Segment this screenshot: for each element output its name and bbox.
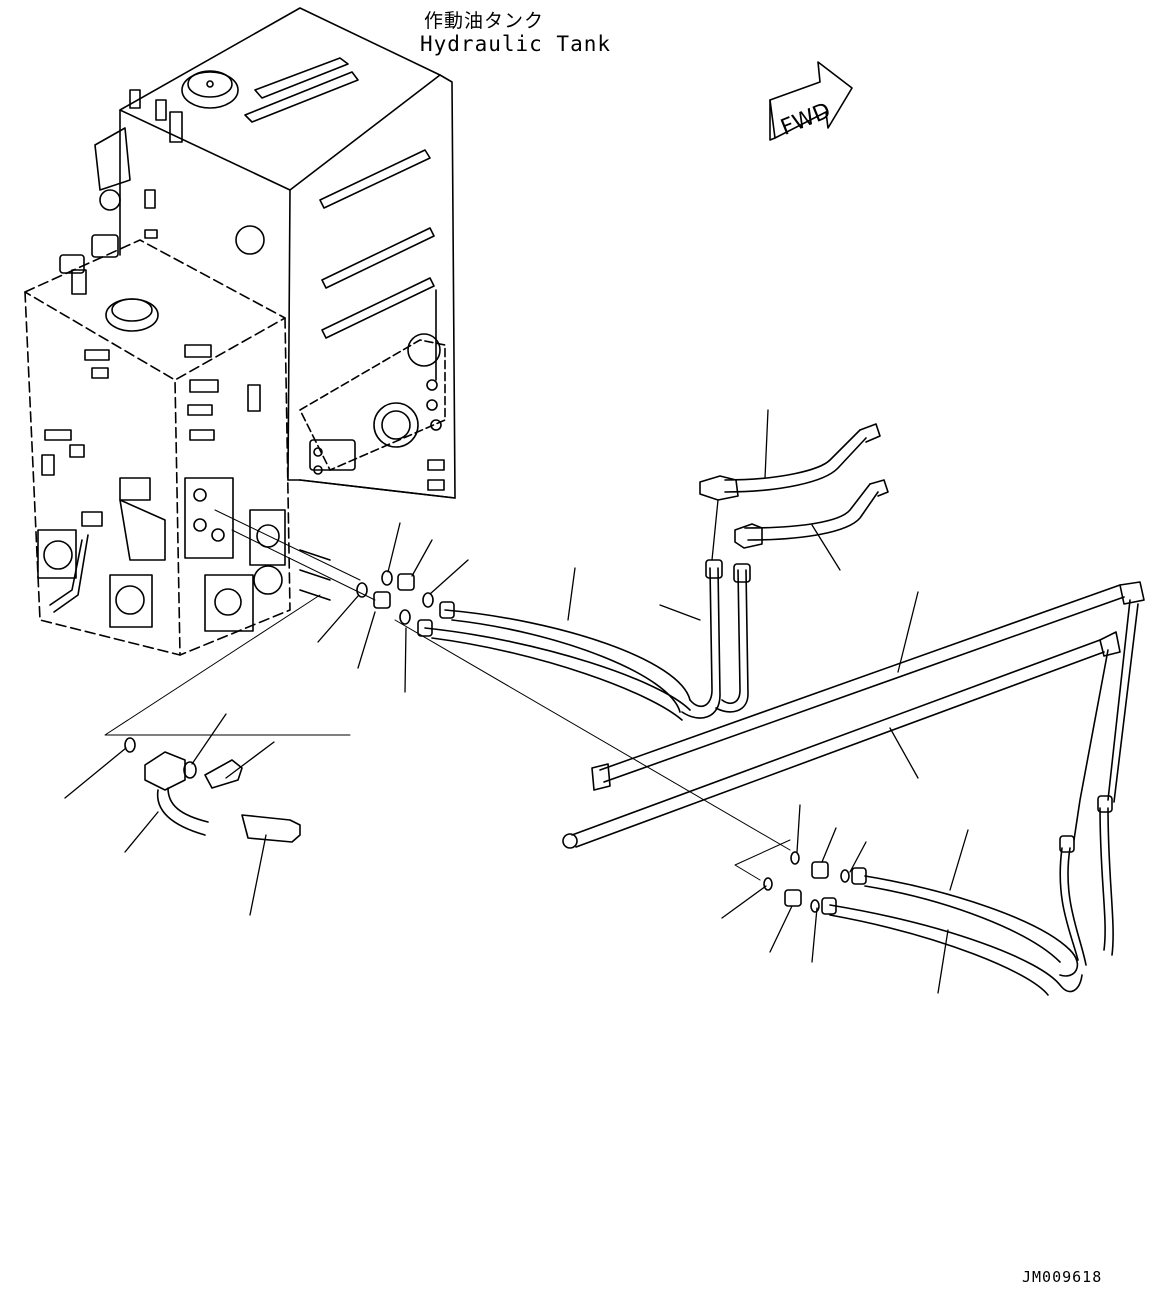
front-tank (24, 239, 291, 656)
long-tubes (562, 581, 1145, 849)
tank-title-japanese: 作動油タンク (424, 10, 545, 32)
tank-title-english: Hydraulic Tank (420, 32, 612, 56)
upper-tubes (699, 423, 889, 549)
fwd-label: FWD (777, 98, 834, 140)
guide-lines (104, 509, 791, 881)
fwd-arrow-icon: FWD (769, 61, 853, 141)
lower-hoses (763, 795, 1114, 996)
drawing-number: JM009618 (1022, 1268, 1103, 1286)
rear-tank (94, 7, 456, 499)
connector-group (124, 737, 301, 843)
tank-port-fittings (356, 570, 434, 625)
front-tank-details (37, 234, 331, 632)
tank-hoses (417, 559, 751, 721)
leader-lines (64, 409, 969, 994)
